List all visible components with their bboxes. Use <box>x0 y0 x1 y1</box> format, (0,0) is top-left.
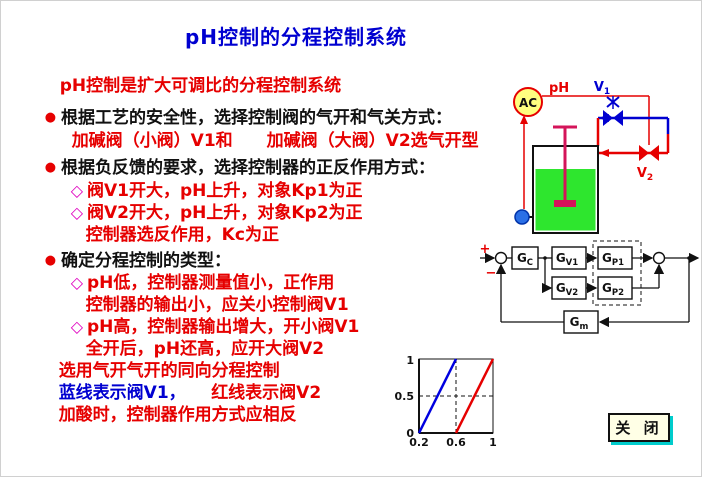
diamond-icon: ◇ <box>70 273 83 292</box>
diamond-icon: ◇ <box>70 317 83 336</box>
branch-node <box>687 256 691 260</box>
text-line: ◇pH低，控制器测量值小，正作用 <box>47 250 335 316</box>
block-rects <box>511 240 642 334</box>
diamond-icon: ◇ <box>70 181 83 200</box>
text-segment: 根据负反馈的要求，选择控制器的正反作用方式： <box>61 158 436 178</box>
bullet-icon: ● <box>44 110 57 125</box>
ph-label: pH <box>549 81 569 96</box>
block-gp2-label: GP2 <box>602 281 624 298</box>
valve-v1-icon <box>603 110 623 126</box>
series-v2-line <box>454 358 495 434</box>
block-labels: GC GV1 GV2 GP1 GP2 Gm <box>517 251 624 332</box>
text-line: 全开后，pH还高，应开大阀V2 <box>62 316 324 382</box>
text-line: ◇阀V1开大，pH上升，对象Kp1为正 <box>47 158 363 224</box>
block-gp2 <box>597 276 633 300</box>
block-gv1 <box>551 246 587 270</box>
block-gc <box>511 246 539 270</box>
y-tick-label: 1 <box>406 354 414 367</box>
controller-ac: AC <box>513 87 543 117</box>
block-gv1-label: GV1 <box>556 251 578 268</box>
block-gp1-label: GP1 <box>602 251 624 268</box>
y-tick-label: 0 <box>406 427 414 440</box>
text-segment: 红线表示阀V2 <box>211 383 322 403</box>
text-segment: 选用气开气开的同向分程控制 <box>58 361 280 381</box>
v2-label: V2 <box>637 166 653 183</box>
y-tick-label: 0.5 <box>395 390 415 403</box>
text-segment: 控制器的输出小，应关小控制阀V1 <box>85 295 349 315</box>
process-dashed-box <box>592 240 642 306</box>
page-title: pH控制的分程控制系统 <box>184 25 408 49</box>
block-gv2-label: GV2 <box>556 281 578 298</box>
tank <box>532 145 599 234</box>
bullet-icon: ● <box>44 160 57 175</box>
text-line: ● 根据工艺的安全性，选择控制阀的气开和气关方式： <box>21 85 452 151</box>
text-line: 加酸时，控制器作用方式应相反 <box>35 382 297 448</box>
text-line: 控制器选反作用，Kc为正 <box>62 202 279 268</box>
block-gm <box>563 310 599 334</box>
text-segment: 蓝线表示阀V1， <box>58 383 212 403</box>
text-line: 控制器的输出小，应关小控制阀V1 <box>62 272 349 338</box>
text-segment: 控制器选反作用，Kc为正 <box>85 225 279 245</box>
text-segment: 阀V1开大，pH上升，对象Kp1为正 <box>87 181 363 201</box>
tick-labels: 1 0.5 0 0.2 0.6 1 <box>395 354 497 449</box>
block-gm-label: Gm <box>570 315 589 332</box>
plus-sign: + <box>480 242 491 257</box>
text-line: ◇阀V2开大，pH上升，对象Kp2为正 <box>47 180 363 246</box>
block-diagram: + − GC GV1 GV2 GP1 GP2 Gm <box>480 240 700 334</box>
block-gv2 <box>551 276 587 300</box>
sum-junction <box>494 251 508 265</box>
text-segment: pH控制是扩大可调比的分程控制系统 <box>59 76 342 96</box>
text-segment: 全开后，pH还高，应开大阀V2 <box>85 339 325 359</box>
block-gp1 <box>597 246 633 270</box>
text-line: ◇pH高，控制器输出增大，开小阀V1 <box>47 294 360 360</box>
x-tick-label: 1 <box>489 436 497 449</box>
text-line: pH控制是扩大可调比的分程控制系统 <box>36 53 341 119</box>
measurement-line <box>520 115 528 209</box>
text-line: 蓝线表示阀V1， 红线表示阀V2 <box>35 360 322 426</box>
pump-icon <box>514 209 533 225</box>
text-segment: 根据工艺的安全性，选择控制阀的气开和气关方式： <box>61 108 453 128</box>
branch-node <box>543 256 547 260</box>
series-v1-line <box>417 358 458 434</box>
diamond-icon: ◇ <box>70 203 83 222</box>
split-range-chart: 1 0.5 0 0.2 0.6 1 <box>395 354 497 449</box>
process-diagram: V1 V2 AC pH <box>513 80 670 234</box>
text-line: 选用气开气开的同向分程控制 <box>35 338 280 404</box>
x-tick-label: 0.2 <box>409 436 429 449</box>
block-diagram-lines <box>480 252 700 328</box>
x-tick-label: 0.6 <box>446 436 466 449</box>
text-line: ● 确定分程控制的类型： <box>21 228 231 294</box>
block-gc-label: GC <box>517 251 533 268</box>
minus-sign: − <box>486 266 497 281</box>
text-segment: 加酸时，控制器作用方式应相反 <box>58 405 297 425</box>
text-line: ● 根据负反馈的要求，选择控制器的正反作用方式： <box>21 135 435 201</box>
stirrer-icon <box>553 125 577 207</box>
controller-label: AC <box>519 96 537 110</box>
text-line: 加碱阀（小阀）V1和 加碱阀（大阀）V2选气开型 <box>48 108 479 174</box>
flow-arrow-icon <box>599 149 609 157</box>
close-button[interactable]: 关 闭 <box>608 413 670 442</box>
text-segment: pH低，控制器测量值小，正作用 <box>87 273 335 293</box>
signal-arrow-icon <box>520 115 528 124</box>
valve-actuator-icon <box>606 96 620 108</box>
close-button-label: 关 闭 <box>615 419 663 437</box>
v1-label: V1 <box>594 80 610 97</box>
bullet-icon: ● <box>44 253 57 268</box>
sum-junction <box>652 251 666 265</box>
text-segment: pH高，控制器输出增大，开小阀V1 <box>87 317 360 337</box>
text-segment: 加碱阀（小阀）V1和 加碱阀（大阀）V2选气开型 <box>71 131 479 151</box>
valve-v2-icon <box>639 145 659 161</box>
text-segment: 阀V2开大，pH上升，对象Kp2为正 <box>87 203 363 223</box>
text-segment: 确定分程控制的类型： <box>61 251 232 271</box>
signal-lines <box>542 95 650 145</box>
